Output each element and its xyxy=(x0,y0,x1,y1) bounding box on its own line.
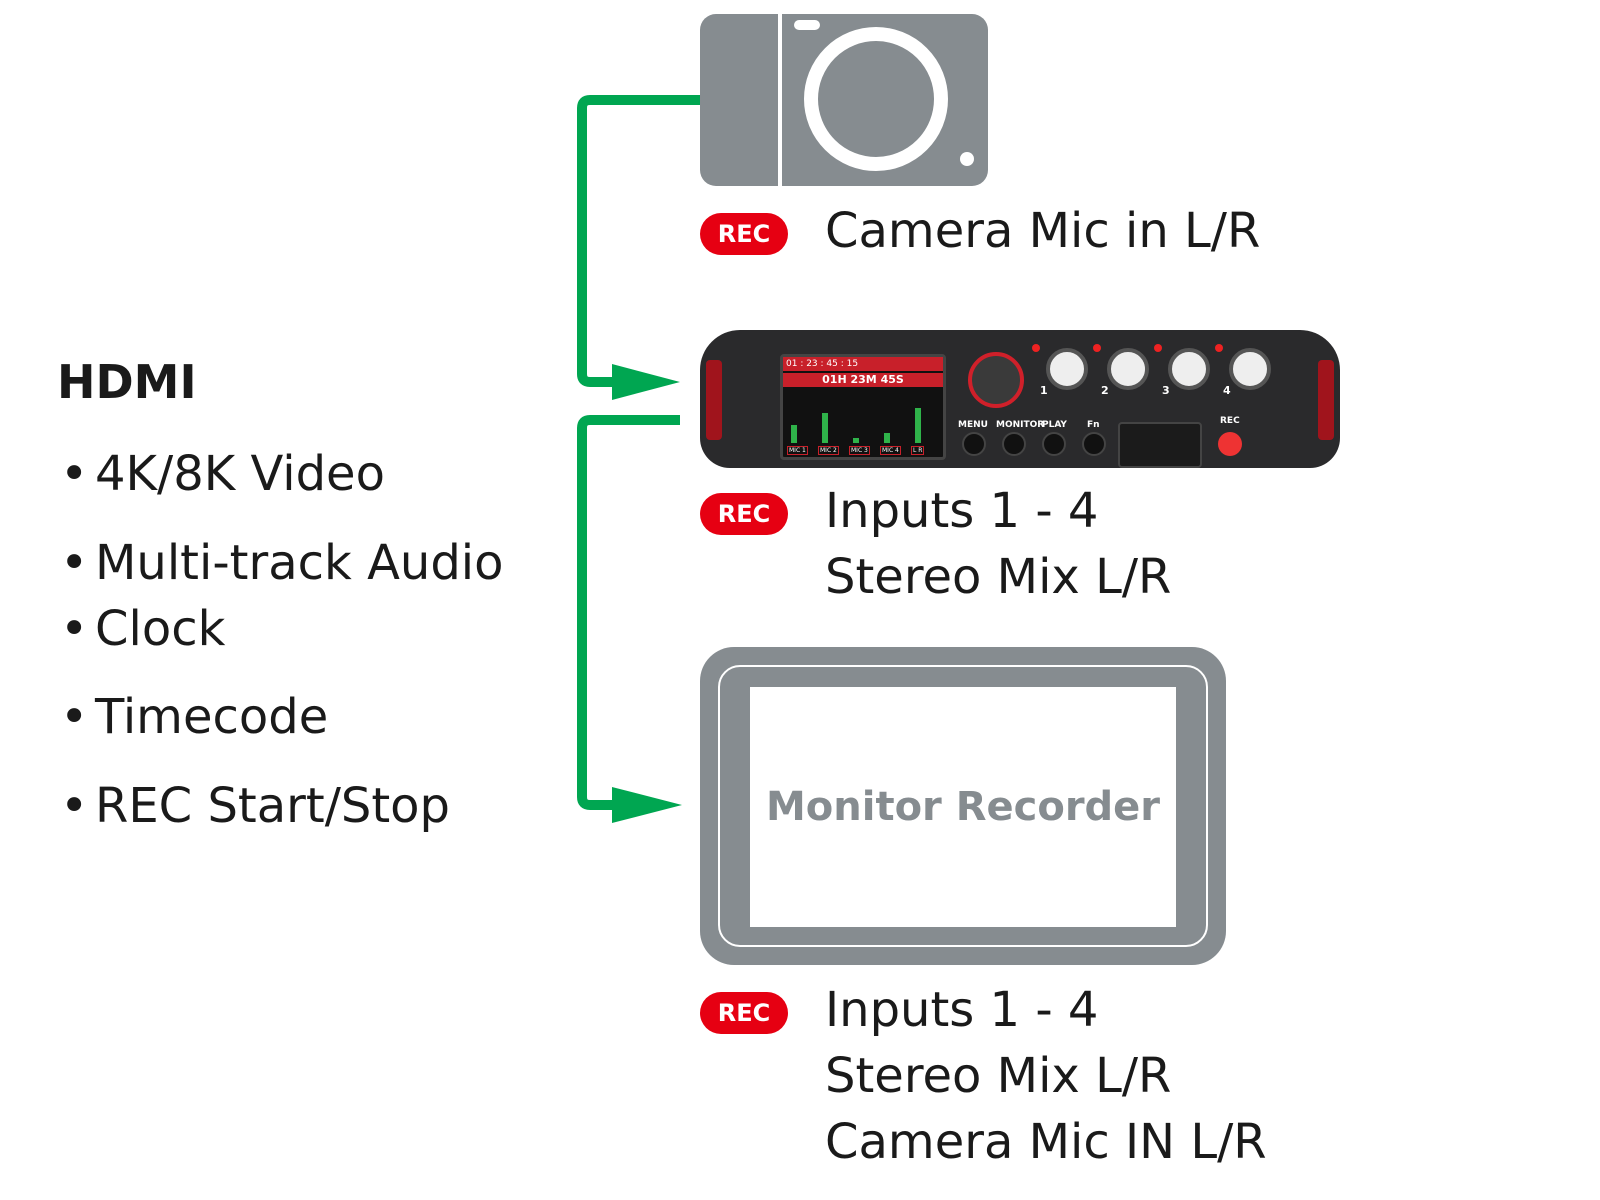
level-meter xyxy=(884,433,890,443)
camera-grip xyxy=(700,14,782,186)
knob-number: 1 xyxy=(1040,384,1048,397)
bullet-item: •Clock xyxy=(60,601,226,657)
rec-badge: REC xyxy=(700,493,788,535)
channel-label: MIC 3 xyxy=(849,446,870,455)
play-button xyxy=(1042,432,1066,456)
rec-button xyxy=(1218,432,1242,456)
jog-wheel xyxy=(968,352,1024,408)
gain-knob xyxy=(1107,348,1149,390)
knob-number: 3 xyxy=(1162,384,1170,397)
channel-label: L R xyxy=(911,446,925,455)
screen-rec-time: 01H 23M 45S xyxy=(783,373,943,387)
handle-right xyxy=(1318,360,1334,440)
rec-label: REC xyxy=(1220,416,1240,426)
knob-number: 4 xyxy=(1223,384,1231,397)
monitor-screen-text: Monitor Recorder xyxy=(765,784,1161,830)
rec-badge: REC xyxy=(700,992,788,1034)
recorder-to-monitor-line xyxy=(577,415,680,810)
camera-flash xyxy=(794,20,820,30)
card-slot xyxy=(1118,422,1202,468)
arrow-head xyxy=(612,364,680,400)
monitor-bezel xyxy=(718,665,1208,947)
play-label: PLAY xyxy=(1042,420,1067,430)
camera-icon xyxy=(700,14,988,186)
arrow-head xyxy=(612,787,682,823)
knob-number: 2 xyxy=(1101,384,1109,397)
bullet-item: •4K/8K Video xyxy=(60,446,385,502)
menu-label: MENU xyxy=(958,420,988,430)
hdmi-title: HDMI xyxy=(57,355,197,409)
led xyxy=(1154,344,1162,352)
gain-knob xyxy=(1168,348,1210,390)
monitor-button xyxy=(1002,432,1026,456)
level-meter xyxy=(915,408,921,443)
camera-lens xyxy=(804,27,948,171)
bullet-item: •Multi-track Audio xyxy=(60,535,504,591)
recorder-screen: 01 : 23 : 45 : 15 01H 23M 45S MIC 1 MIC 2… xyxy=(780,354,946,460)
level-meter xyxy=(822,413,828,443)
fn-button xyxy=(1082,432,1106,456)
led xyxy=(1215,344,1223,352)
level-meter xyxy=(853,438,859,443)
monitor-recorder-icon: Monitor Recorder xyxy=(700,647,1226,965)
gain-knob xyxy=(1046,348,1088,390)
bullet-item: •REC Start/Stop xyxy=(60,778,451,834)
monitor-label: MONITOR xyxy=(996,420,1045,430)
led xyxy=(1032,344,1040,352)
screen-timecode: 01 : 23 : 45 : 15 xyxy=(783,357,943,371)
led xyxy=(1093,344,1101,352)
rec-badge: REC xyxy=(700,213,788,255)
monitor-screen: Monitor Recorder xyxy=(750,687,1176,927)
channel-label: MIC 4 xyxy=(880,446,901,455)
fn-label: Fn xyxy=(1087,420,1100,430)
menu-button xyxy=(962,432,986,456)
bullet-item: •Timecode xyxy=(60,689,329,745)
gain-knob xyxy=(1229,348,1271,390)
camera-to-recorder-line xyxy=(577,95,700,387)
field-recorder: 01 : 23 : 45 : 15 01H 23M 45S MIC 1 MIC 2… xyxy=(700,330,1340,468)
channel-label: MIC 2 xyxy=(818,446,839,455)
handle-left xyxy=(706,360,722,440)
camera-button xyxy=(960,152,974,166)
channel-label: MIC 1 xyxy=(787,446,808,455)
camera-label: Camera Mic in L/R xyxy=(825,203,1261,259)
level-meter xyxy=(791,425,797,443)
